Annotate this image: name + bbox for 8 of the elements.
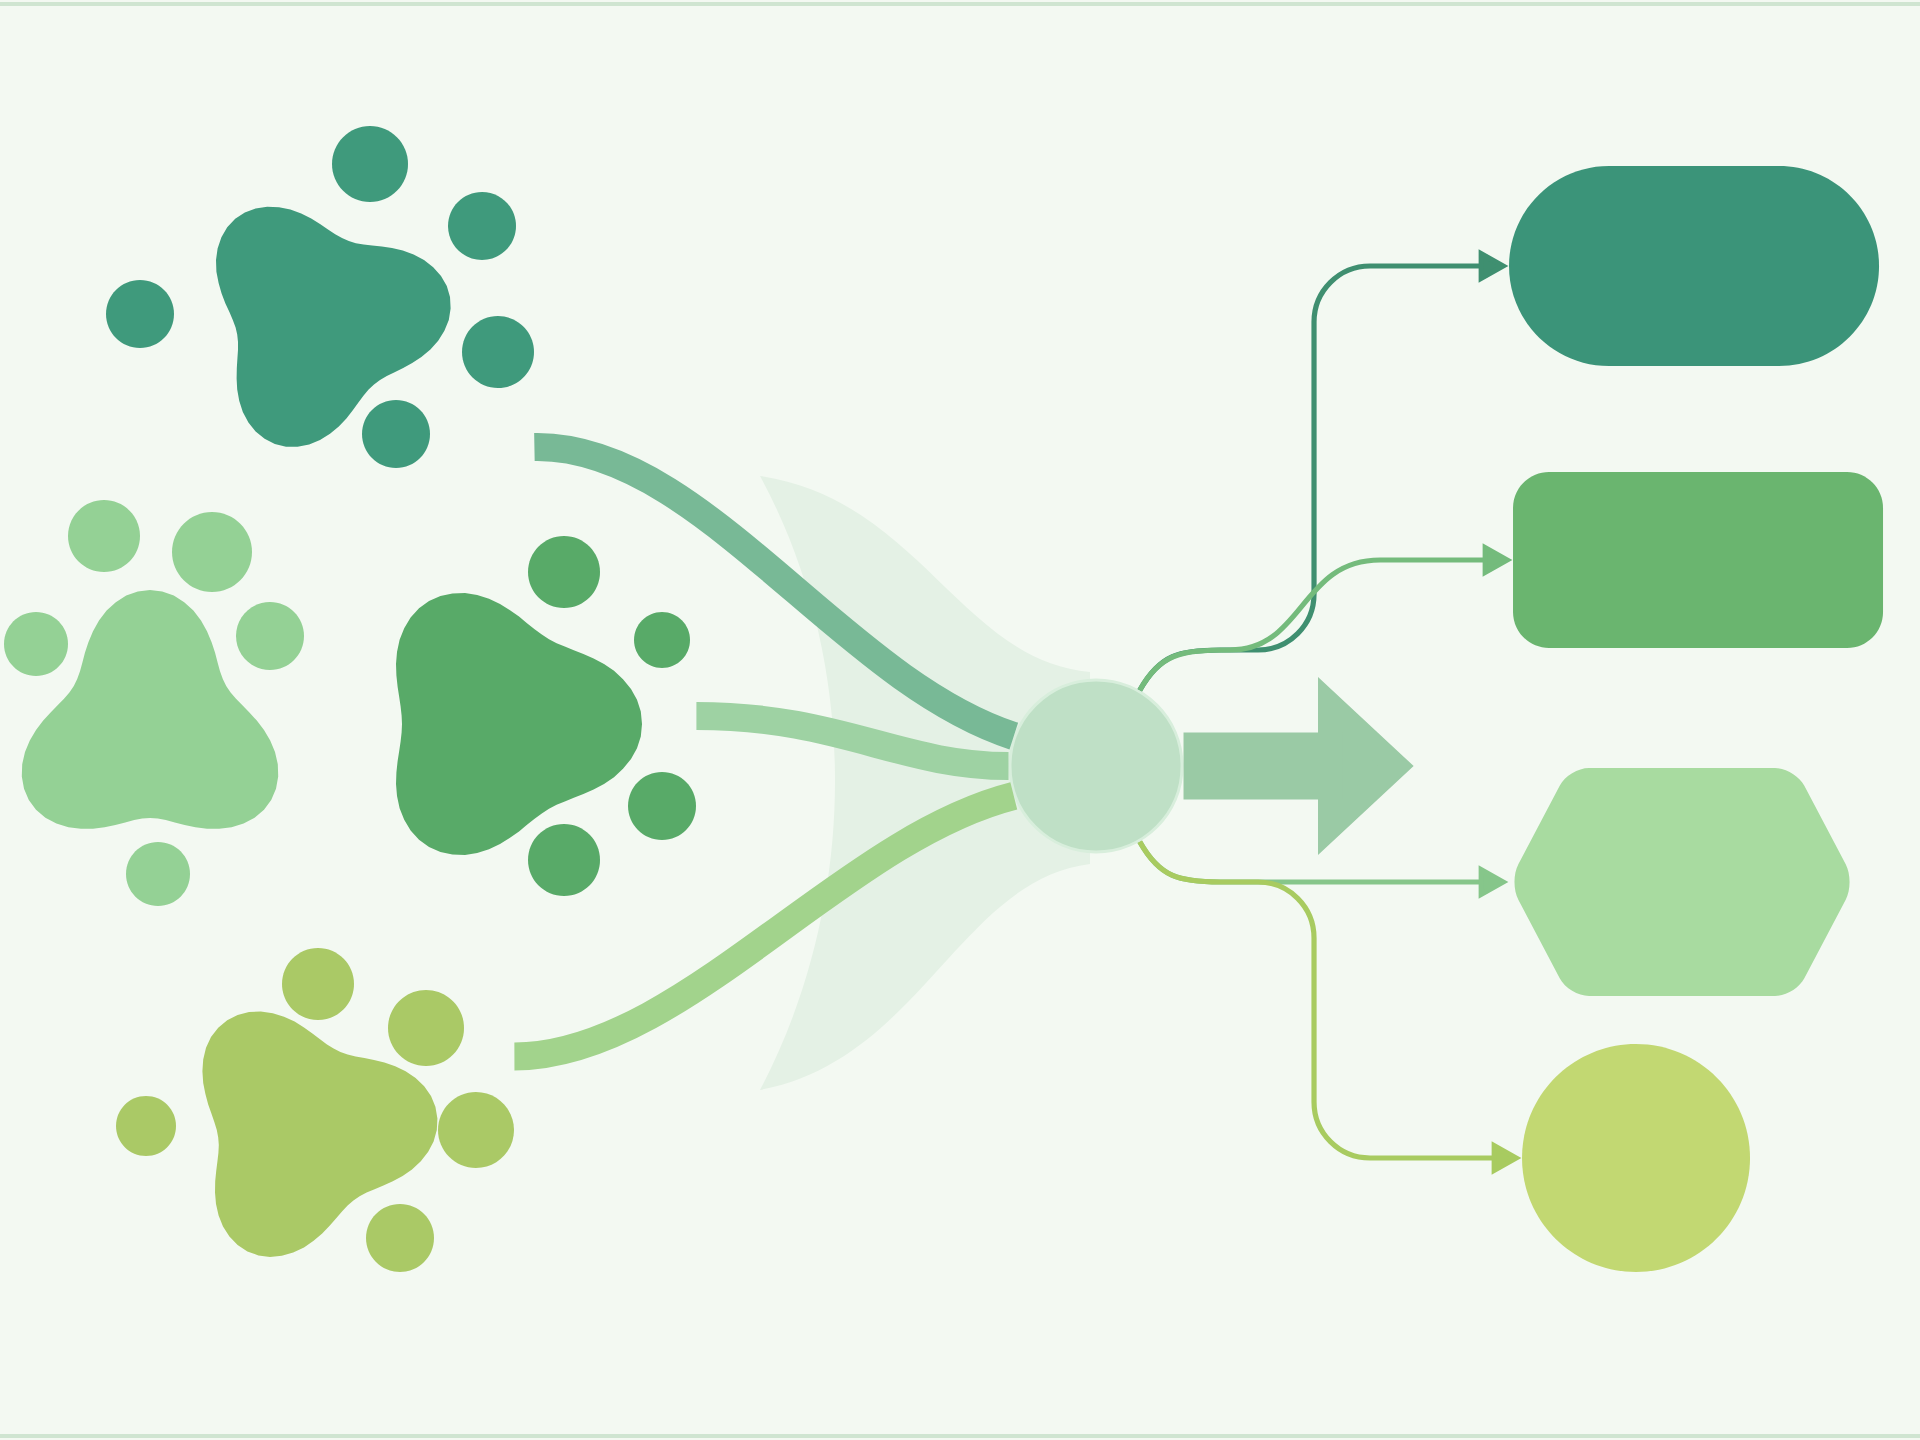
merge-hub [760, 476, 1184, 1090]
circle [1522, 1044, 1751, 1272]
rounded-rectangle [1513, 472, 1884, 648]
flow-band [533, 433, 1020, 750]
hexagon [1514, 768, 1850, 996]
flow-band [696, 702, 1009, 780]
pill-shape [1509, 166, 1880, 366]
flow-band [512, 782, 1019, 1071]
